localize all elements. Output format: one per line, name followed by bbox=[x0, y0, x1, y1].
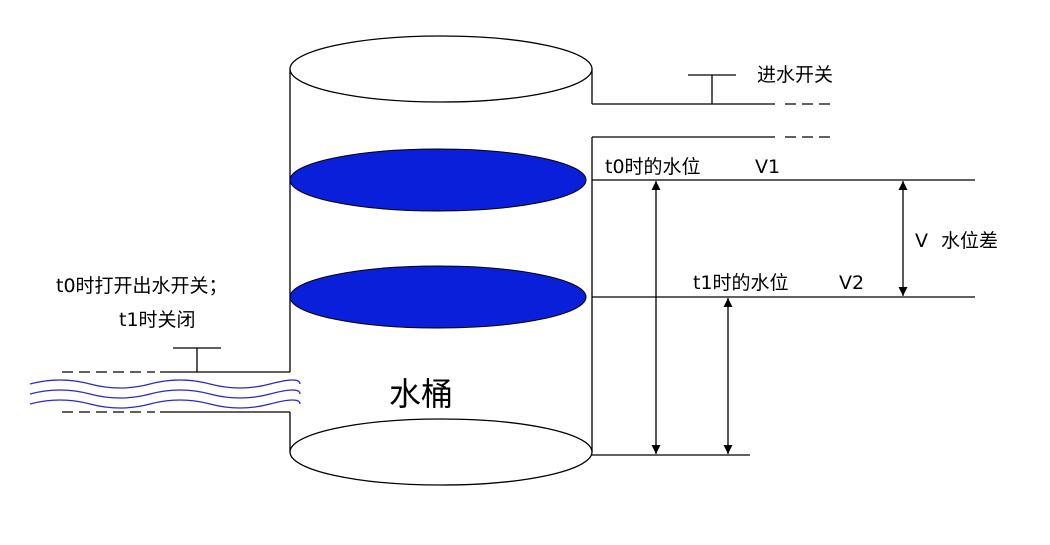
outflow-water-waves bbox=[29, 379, 301, 409]
bucket bbox=[289, 35, 593, 486]
inlet-pipe bbox=[592, 103, 832, 138]
v1-label: V1 bbox=[755, 156, 781, 178]
level-t1-label: t1时的水位 bbox=[693, 272, 789, 294]
dimension-arrows bbox=[651, 181, 908, 454]
outlet-valve-icon bbox=[173, 347, 221, 372]
bucket-label: 水桶 bbox=[389, 375, 454, 413]
bucket-top-rim bbox=[289, 35, 593, 103]
level-diff-label: 水位差 bbox=[941, 230, 999, 252]
outlet-switch-label-line1: t0时打开出水开关； bbox=[56, 275, 228, 297]
outlet-pipe bbox=[62, 371, 290, 413]
bucket-bottom-rim bbox=[289, 418, 593, 486]
level-lines bbox=[592, 179, 975, 456]
v-label: V bbox=[915, 230, 928, 252]
level-t0-label: t0时的水位 bbox=[605, 156, 701, 178]
v2-label: V2 bbox=[839, 272, 865, 294]
outlet-switch-label-line2: t1时关闭 bbox=[119, 309, 196, 331]
inlet-valve-icon bbox=[688, 74, 736, 104]
water-surface-t0 bbox=[289, 148, 587, 212]
water-surface-t1 bbox=[289, 265, 587, 329]
inlet-switch-label: 进水开关 bbox=[757, 64, 834, 86]
